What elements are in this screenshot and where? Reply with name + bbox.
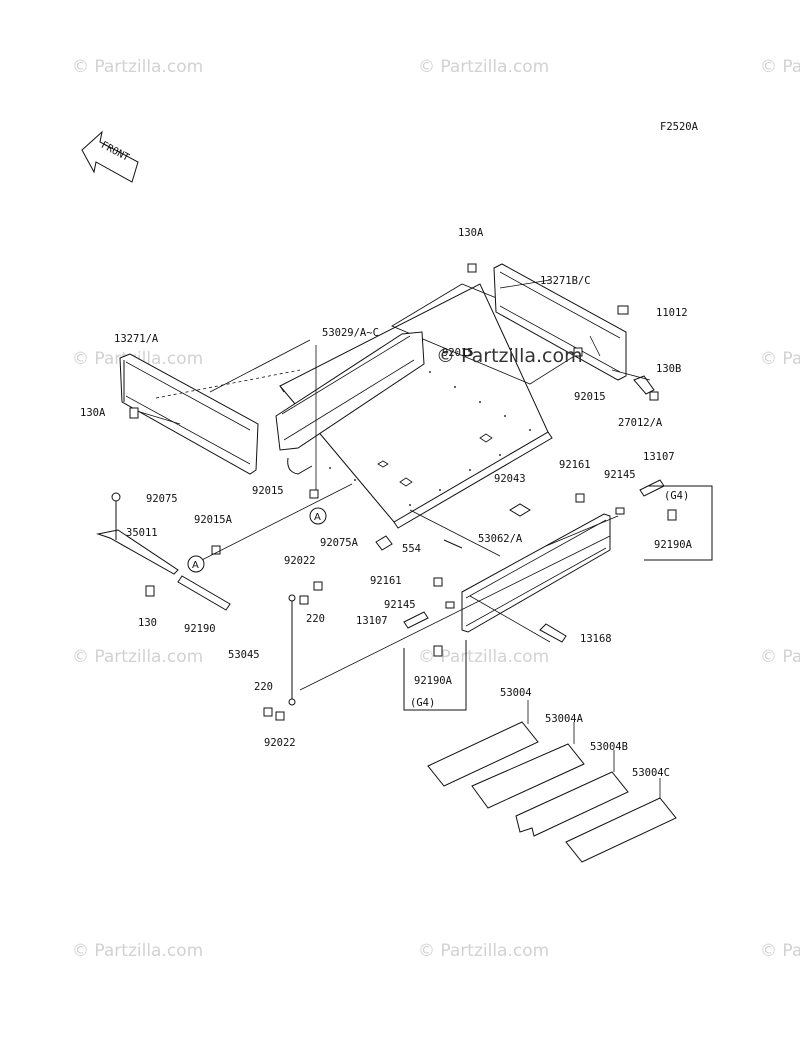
mat-53004B [515, 771, 629, 837]
part-label: 53004B [590, 741, 628, 753]
bed-mats [427, 700, 677, 863]
hardware-lines [96, 263, 677, 721]
part-label: 92145 [384, 599, 416, 611]
part-label: 130A [80, 407, 106, 419]
front-arrow-icon: FRONT [81, 130, 139, 183]
watermark: © Partzilla.com [760, 941, 800, 961]
watermark: © Partzilla.com [760, 349, 800, 369]
part-label: 92161 [370, 575, 402, 587]
mat-53004 [427, 721, 539, 787]
callout-a-left: A [309, 507, 327, 525]
part-label: 53004 [500, 687, 532, 699]
part-label: 13271/A [114, 333, 159, 345]
part-label: 92043 [494, 473, 526, 485]
group-label: (G4) [664, 490, 689, 502]
part-label: 13107 [643, 451, 675, 463]
part-label: 92075A [320, 537, 359, 549]
part-label: 92015A [194, 514, 233, 526]
part-label: 92075 [146, 493, 178, 505]
group-label: (G4) [410, 697, 435, 709]
cargo-bed-floor [279, 283, 553, 529]
part-label: 92022 [264, 737, 296, 749]
watermark-center: © Partzilla.com [436, 345, 583, 367]
part-label: 92145 [604, 469, 636, 481]
part-label: 92190 [184, 623, 216, 635]
watermark: © Partzilla.com [418, 647, 549, 667]
part-label: 53004A [545, 713, 584, 725]
part-label: 13271B/C [540, 275, 591, 287]
part-label: 53045 [228, 649, 260, 661]
watermark: © Partzilla.com [760, 647, 800, 667]
g4-box-right: (G4) [644, 485, 713, 561]
part-label: 92015 [442, 347, 474, 359]
part-label: 130 [138, 617, 157, 629]
part-label: 92022 [284, 555, 316, 567]
part-labels: 130A 13271B/C 11012 130B 92015 27012/A 1… [80, 227, 693, 779]
part-label: 130B [656, 363, 681, 375]
part-label: 220 [254, 681, 273, 693]
watermark: © Partzilla.com [72, 57, 203, 77]
right-side-panel [493, 263, 627, 381]
part-label: 11012 [656, 307, 688, 319]
part-label: 27012/A [618, 417, 663, 429]
part-label: 53004C [632, 767, 670, 779]
mat-53004A [471, 743, 585, 809]
g4-box-left: (G4) [403, 640, 467, 711]
callout-a-right: A [187, 555, 205, 573]
part-label: 13107 [356, 615, 388, 627]
part-label: 130A [458, 227, 484, 239]
part-label: 53062/A [478, 533, 523, 545]
callout-letter: A [192, 560, 199, 571]
watermark: © Partzilla.com [72, 941, 203, 961]
part-label: 92015 [252, 485, 284, 497]
part-label: 92190A [414, 675, 453, 687]
part-label: 13168 [580, 633, 612, 645]
part-label: 92015 [574, 391, 606, 403]
watermark: © Partzilla.com [418, 57, 549, 77]
part-label: 92161 [559, 459, 591, 471]
watermark: © Partzilla.com [760, 57, 800, 77]
left-side-panel [119, 353, 259, 475]
part-label: 35011 [126, 527, 158, 539]
mat-53004C [565, 797, 677, 863]
watermark: © Partzilla.com [72, 647, 203, 667]
watermark-group: © Partzilla.com © Partzilla.com © Partzi… [72, 57, 800, 961]
watermark: © Partzilla.com [418, 941, 549, 961]
part-label: 92190A [654, 539, 693, 551]
bed-front-wall [275, 331, 425, 475]
callout-letter: A [314, 512, 321, 523]
part-label: 53029/A~C [322, 327, 379, 339]
part-label: 220 [306, 613, 325, 625]
part-label: 554 [402, 543, 421, 555]
diagram-code: F2520A [660, 121, 699, 133]
